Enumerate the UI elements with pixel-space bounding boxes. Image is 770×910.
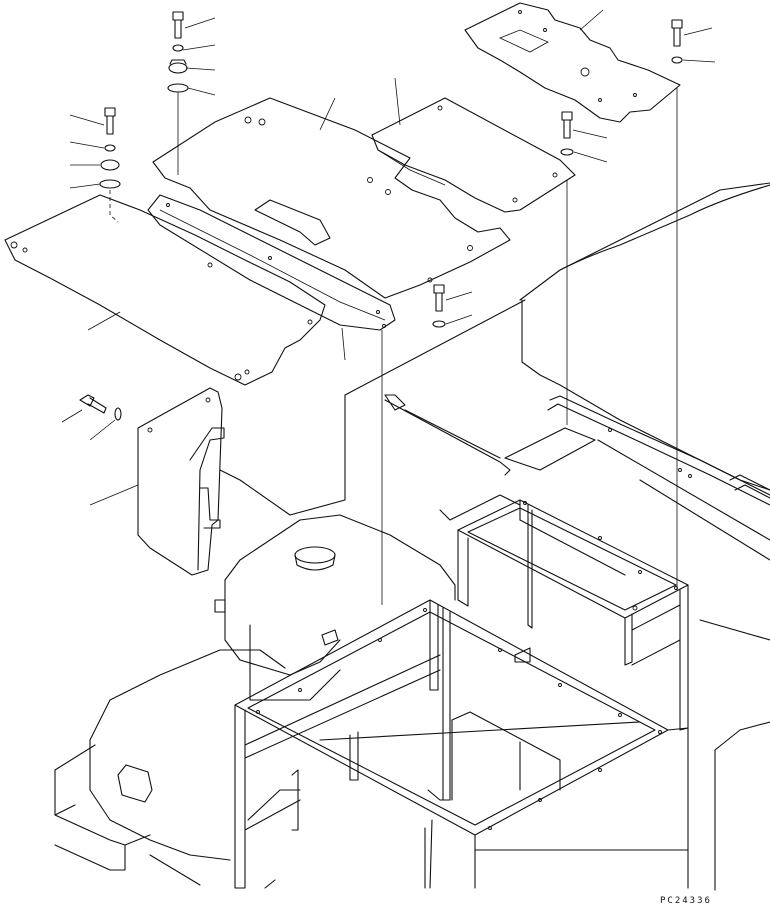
leader-lines [61,9,716,506]
support-rail [147,194,396,331]
bolt-stack-right-mid [560,111,574,425]
machine-housing [219,182,770,641]
front-box-frame [234,599,689,889]
tank-housing [214,514,456,701]
drawing-code: PC24336 [660,896,712,906]
left-lower-body [54,649,301,886]
bolt-stack-top-center [167,11,189,175]
bolt-stack-left [99,107,121,223]
bolt-stack-center-low [381,284,446,605]
right-lower-housing [474,721,770,891]
center-cover-plate [152,97,511,299]
side-bracket-panel [137,387,225,576]
right-cover-plate [371,97,576,213]
bolt-stack-right-top [671,19,683,590]
left-cover-plate [4,194,326,386]
top-right-cover-plate [464,2,681,123]
right-box-frame [457,499,689,731]
bolt-side-left [79,394,122,421]
